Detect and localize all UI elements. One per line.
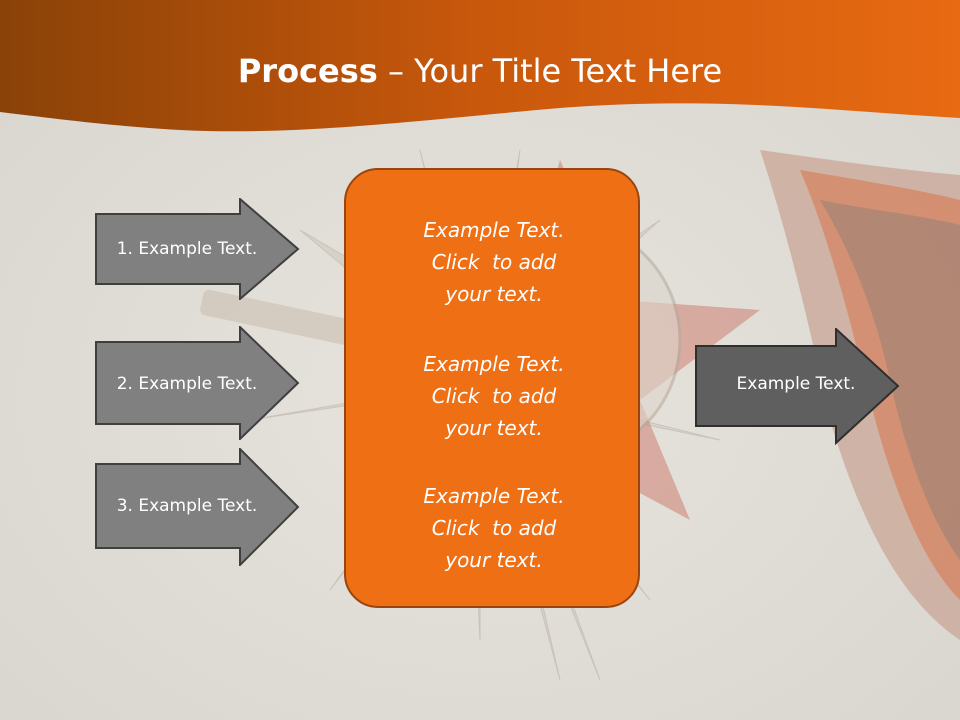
right-arrow-label: Example Text. xyxy=(736,374,856,394)
center-block-1: Example Text. Click to add your text. xyxy=(346,214,642,310)
header-banner xyxy=(0,0,960,132)
center-block-1-line-3: your text. xyxy=(445,282,543,306)
center-block-1-line-2: Click to add xyxy=(431,250,557,274)
left-arrow-1-label: 1. Example Text. xyxy=(116,239,258,259)
left-arrow-3[interactable] xyxy=(94,448,300,566)
slide-title: Process – Your Title Text Here xyxy=(0,52,960,90)
center-block-2-line-1: Example Text. xyxy=(423,352,565,376)
right-arrow[interactable] xyxy=(694,328,900,446)
title-bold: Process xyxy=(237,52,378,90)
left-arrow-2[interactable] xyxy=(94,326,300,440)
center-block-2: Example Text. Click to add your text. xyxy=(346,348,642,444)
left-arrow-3-label: 3. Example Text. xyxy=(116,496,258,516)
left-arrow-1[interactable] xyxy=(94,198,300,300)
center-block-2-line-3: your text. xyxy=(445,416,543,440)
center-text-box[interactable]: Example Text. Click to add your text. Ex… xyxy=(344,168,640,608)
center-block-3-line-2: Click to add xyxy=(431,516,557,540)
center-block-2-line-2: Click to add xyxy=(431,384,557,408)
center-block-3: Example Text. Click to add your text. xyxy=(346,480,642,576)
title-rest: – Your Title Text Here xyxy=(377,52,723,90)
center-block-3-line-1: Example Text. xyxy=(423,484,565,508)
left-arrow-2-label: 2. Example Text. xyxy=(116,374,258,394)
center-block-3-line-3: your text. xyxy=(445,548,543,572)
center-block-1-line-1: Example Text. xyxy=(423,218,565,242)
